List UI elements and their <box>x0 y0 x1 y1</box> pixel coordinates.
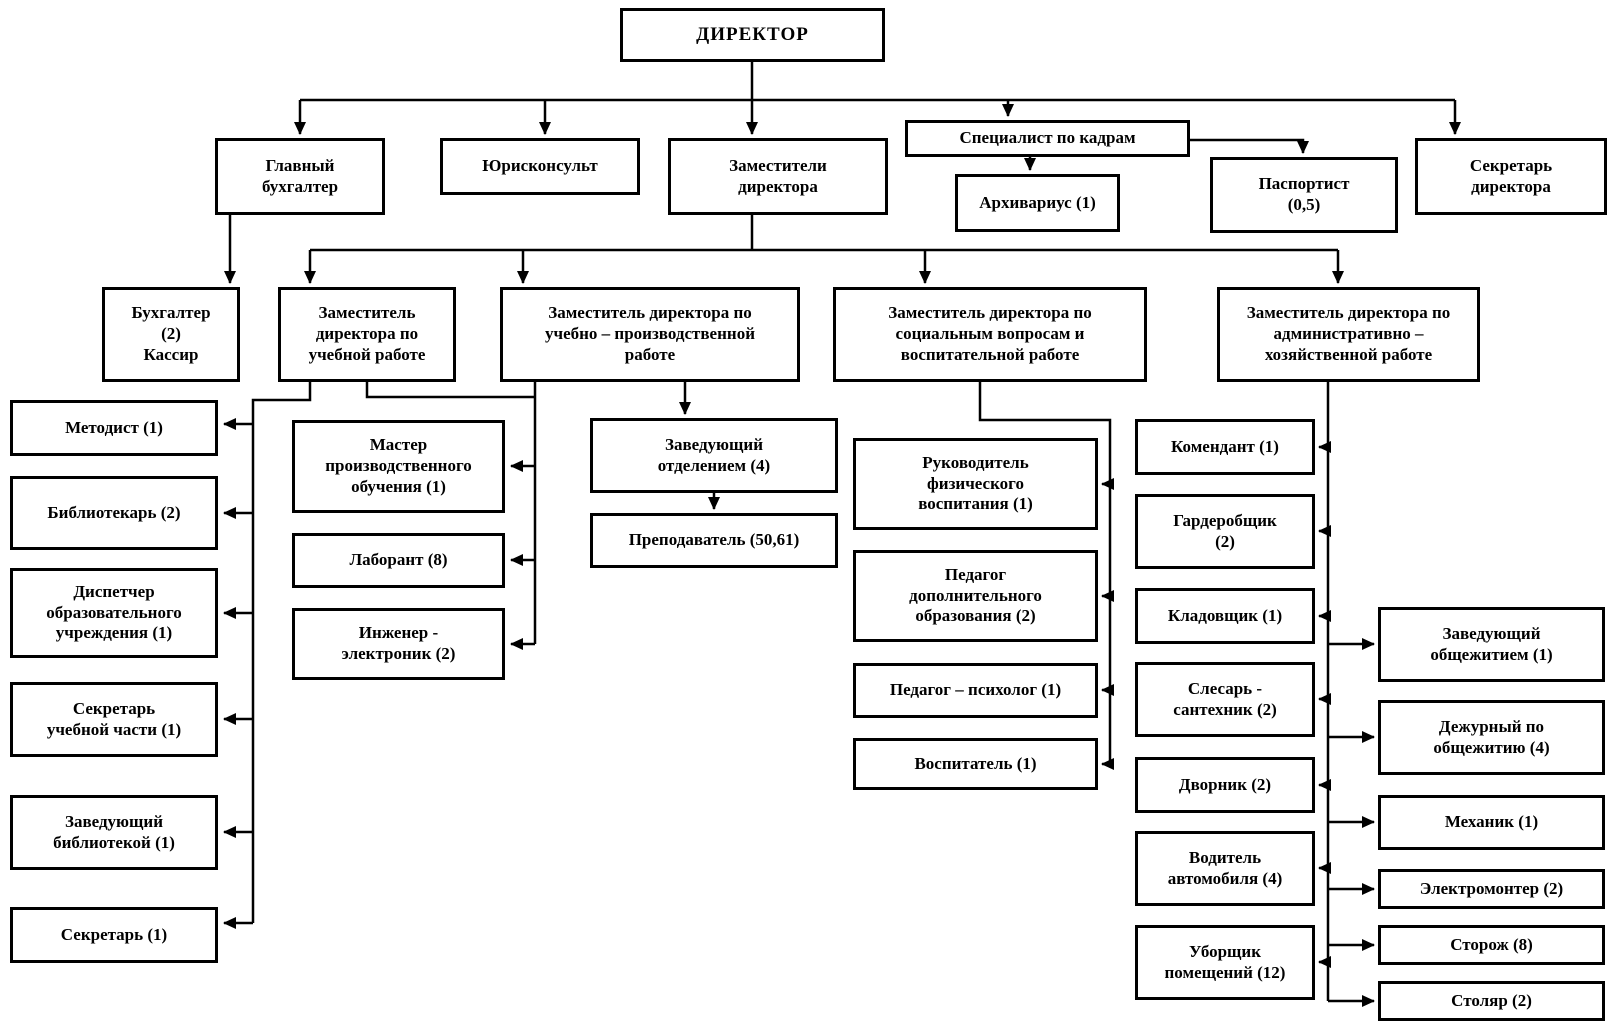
org-box-label: Электромонтер (2) <box>1419 878 1564 898</box>
org-box-label: Заместитель директора по социальным вопр… <box>888 303 1092 364</box>
org-box-label: Паспортист (0,5) <box>1258 174 1350 214</box>
org-box-label: Педагог – психолог (1) <box>889 680 1062 700</box>
org-box-pedagog_dop: Педагог дополнительного образования (2) <box>853 550 1098 642</box>
org-box-pedagog_psih: Педагог – психолог (1) <box>853 663 1098 718</box>
org-box-label: Сторож (8) <box>1450 934 1533 954</box>
org-box-arhivarius: Архивариус (1) <box>955 174 1120 232</box>
org-box-label: Водитель автомобиля (4) <box>1167 847 1283 888</box>
org-box-label: Комендант (1) <box>1171 436 1279 456</box>
org-box-garderobshik: Гардеробщик (2) <box>1135 494 1315 569</box>
org-box-inzhener: Инженер - электроник (2) <box>292 608 505 680</box>
org-box-label: Уборщик помещений (12) <box>1164 941 1286 982</box>
org-box-dezhurny: Дежурный по общежитию (4) <box>1378 700 1605 775</box>
org-box-vospitatel: Воспитатель (1) <box>853 738 1098 790</box>
org-box-label: Инженер - электроник (2) <box>341 623 456 663</box>
org-box-rukfiz: Руководитель физического воспитания (1) <box>853 438 1098 530</box>
org-box-label: Главный бухгалтер <box>261 155 339 196</box>
org-box-zav_otd: Заведующий отделением (4) <box>590 418 838 493</box>
org-box-sekretar_dir: Секретарь директора <box>1415 138 1607 215</box>
org-box-label: Заведующий отделением (4) <box>657 434 771 475</box>
org-box-label: Секретарь (1) <box>60 924 168 944</box>
org-box-label: Заместитель директора по учебной работе <box>308 303 426 364</box>
org-box-zam_upr: Заместитель директора по учебно – произв… <box>500 287 800 382</box>
org-box-dispetcher: Диспетчер образовательного учреждения (1… <box>10 568 218 658</box>
org-box-label: Библиотекарь (2) <box>47 502 181 522</box>
org-box-label: Столяр (2) <box>1451 990 1532 1010</box>
org-box-stolyar: Столяр (2) <box>1378 981 1605 1021</box>
org-box-label: Заведующий библиотекой (1) <box>53 811 175 852</box>
org-box-laborant: Лаборант (8) <box>292 533 505 588</box>
org-box-label: Лаборант (8) <box>349 550 448 570</box>
org-box-metodist: Методист (1) <box>10 400 218 456</box>
org-box-label: Кладовщик (1) <box>1167 605 1283 625</box>
org-box-prepod: Преподаватель (50,61) <box>590 513 838 568</box>
org-box-label: Юрисконсульт <box>482 156 598 176</box>
org-box-label: Специалист по кадрам <box>959 128 1136 148</box>
org-box-label: Заведующий общежитием (1) <box>1430 623 1553 664</box>
org-box-director: ДИРЕКТОР <box>620 8 885 62</box>
org-box-sekretar_uch: Секретарь учебной части (1) <box>10 682 218 757</box>
org-box-komendant: Комендант (1) <box>1135 419 1315 475</box>
org-box-label: Руководитель физического воспитания (1) <box>918 452 1033 514</box>
org-box-deputies: Заместители директора <box>668 138 888 215</box>
org-box-sekretar: Секретарь (1) <box>10 907 218 963</box>
org-box-label: Преподаватель (50,61) <box>628 530 800 550</box>
org-box-label: Диспетчер образовательного учреждения (1… <box>46 581 182 643</box>
org-box-label: Гардеробщик (2) <box>1173 510 1277 551</box>
org-box-voditel: Водитель автомобиля (4) <box>1135 831 1315 906</box>
org-box-bibliotekar: Библиотекарь (2) <box>10 476 218 550</box>
org-box-label: Слесарь - сантехник (2) <box>1173 678 1277 719</box>
org-box-zam_soc: Заместитель директора по социальным вопр… <box>833 287 1147 382</box>
org-box-mehanik: Механик (1) <box>1378 795 1605 850</box>
org-box-elektromonter: Электромонтер (2) <box>1378 869 1605 909</box>
org-box-zam_uch: Заместитель директора по учебной работе <box>278 287 456 382</box>
org-box-label: Заместитель директора по административно… <box>1246 303 1451 364</box>
org-box-label: Механик (1) <box>1444 812 1539 832</box>
org-box-label: Архивариус (1) <box>979 192 1096 212</box>
org-box-label: Секретарь учебной части (1) <box>46 698 182 739</box>
org-box-pasportist: Паспортист (0,5) <box>1210 157 1398 233</box>
org-box-glavbuh: Главный бухгалтер <box>215 138 385 215</box>
org-box-buhgalter: Бухгалтер (2) Кассир <box>102 287 240 382</box>
org-box-label: Мастер производственного обучения (1) <box>325 435 472 496</box>
org-box-uborshik: Уборщик помещений (12) <box>1135 925 1315 1000</box>
org-box-label: Воспитатель (1) <box>914 753 1037 773</box>
org-box-label: Заместители директора <box>729 155 827 196</box>
org-box-storozh: Сторож (8) <box>1378 925 1605 965</box>
org-box-label: Дворник (2) <box>1178 774 1272 794</box>
org-box-jurist: Юрисконсульт <box>440 138 640 195</box>
org-box-zav_bibl: Заведующий библиотекой (1) <box>10 795 218 870</box>
org-box-kadry: Специалист по кадрам <box>905 120 1190 157</box>
org-box-dvornik: Дворник (2) <box>1135 757 1315 813</box>
org-box-label: Дежурный по общежитию (4) <box>1433 716 1550 757</box>
org-box-zam_ahr: Заместитель директора по административно… <box>1217 287 1480 382</box>
org-box-label: Педагог дополнительного образования (2) <box>909 564 1042 626</box>
org-box-zav_obsh: Заведующий общежитием (1) <box>1378 607 1605 682</box>
org-box-label: Секретарь директора <box>1469 155 1553 196</box>
org-box-label: Бухгалтер (2) Кассир <box>131 303 211 364</box>
org-box-label: Методист (1) <box>65 417 163 437</box>
org-box-master: Мастер производственного обучения (1) <box>292 420 505 513</box>
org-box-label: ДИРЕКТОР <box>696 24 809 46</box>
org-box-label: Заместитель директора по учебно – произв… <box>545 303 755 364</box>
org-box-slesar: Слесарь - сантехник (2) <box>1135 662 1315 737</box>
org-box-kladovshik: Кладовщик (1) <box>1135 588 1315 644</box>
